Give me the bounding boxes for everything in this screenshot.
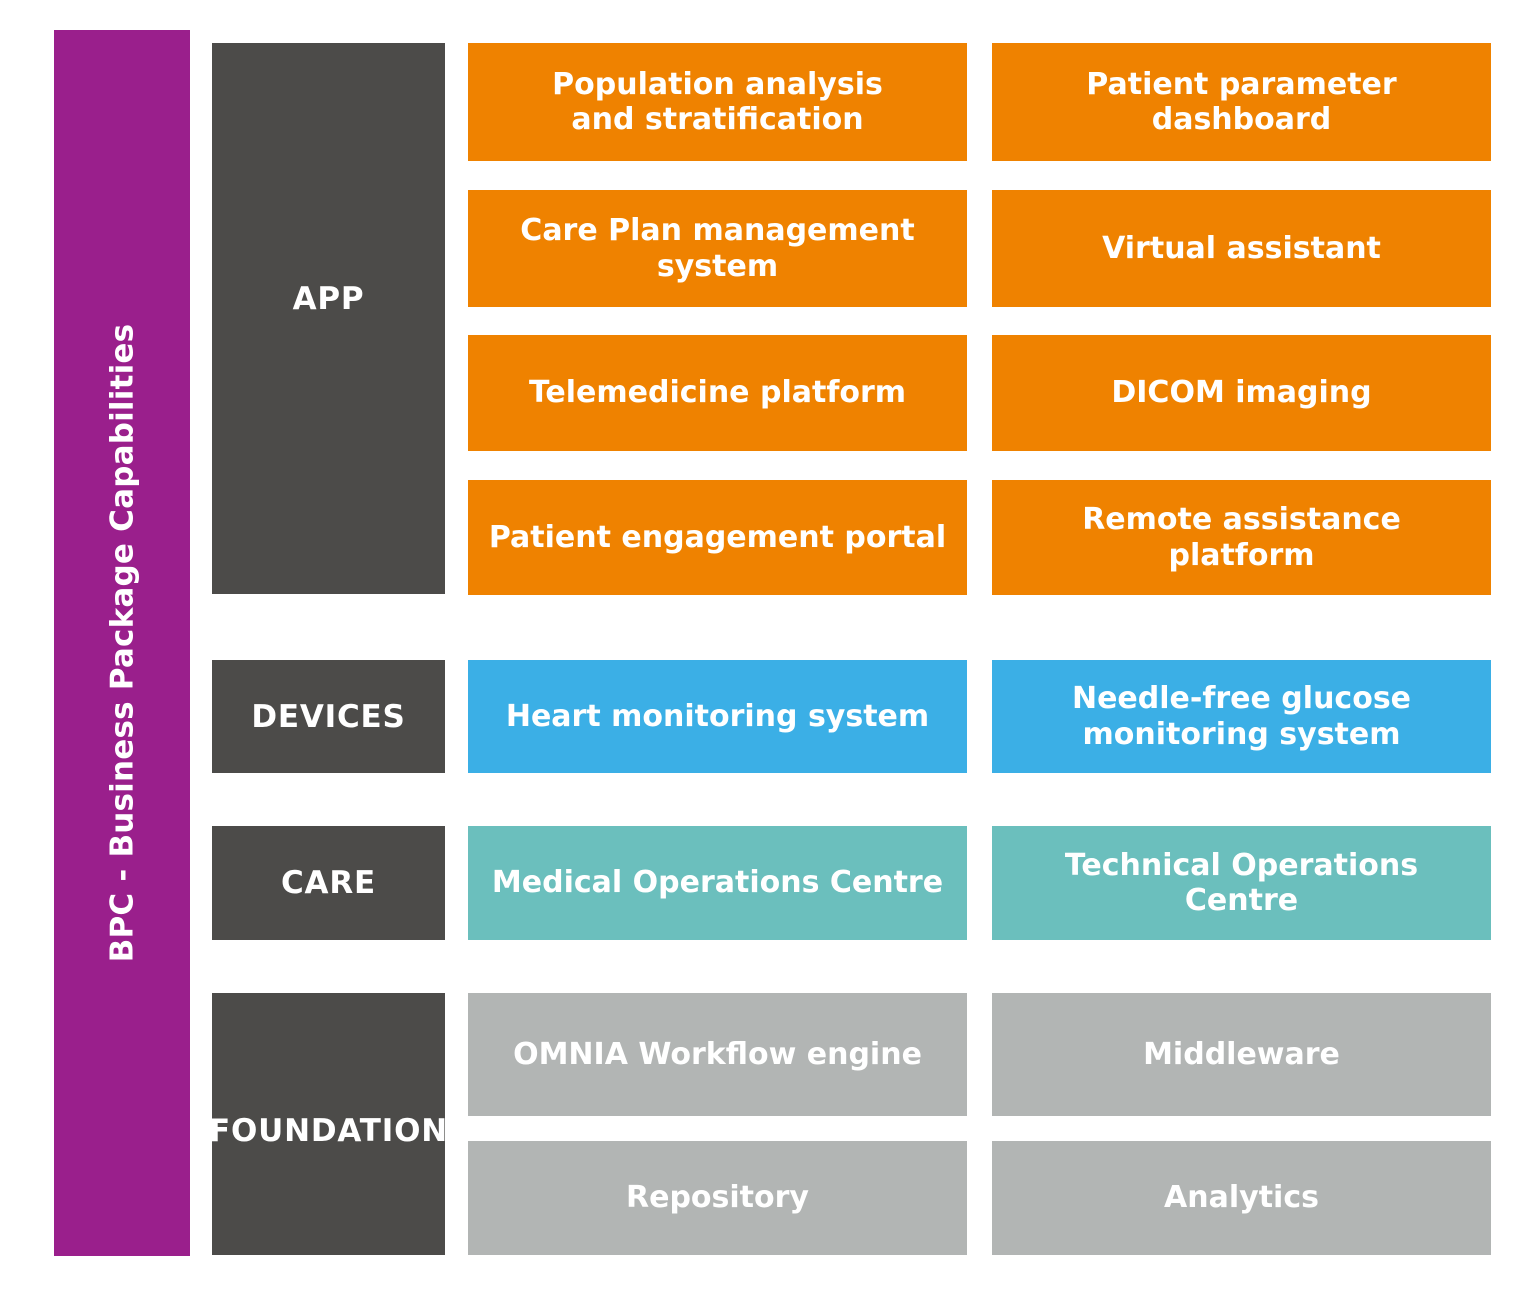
tile-analytics[interactable]: Analytics <box>992 1141 1491 1255</box>
category-block-app: APP <box>212 43 445 594</box>
tile-omnia-workflow-engine[interactable]: OMNIA Workflow engine <box>468 993 967 1116</box>
category-block-foundation: FOUNDATION <box>209 993 448 1255</box>
tile-heart-monitoring-system[interactable]: Heart monitoring system <box>468 660 967 773</box>
bpc-title-bar: BPC - Business Package Capabilities <box>54 30 190 1256</box>
category-label-devices: DEVICES <box>251 698 406 735</box>
tile-virtual-assistant[interactable]: Virtual assistant <box>992 190 1491 307</box>
tile-telemedicine-platform[interactable]: Telemedicine platform <box>468 335 967 451</box>
bpc-title-label: BPC - Business Package Capabilities <box>104 323 140 963</box>
tile-technical-operations-centre[interactable]: Technical Operations Centre <box>992 826 1491 940</box>
category-block-care: CARE <box>212 826 445 940</box>
tile-dicom-imaging[interactable]: DICOM imaging <box>992 335 1491 451</box>
tile-patient-engagement-portal[interactable]: Patient engagement portal <box>468 480 967 595</box>
tile-repository[interactable]: Repository <box>468 1141 967 1255</box>
category-label-care: CARE <box>281 865 376 901</box>
tile-medical-operations-centre[interactable]: Medical Operations Centre <box>468 826 967 940</box>
category-block-devices: DEVICES <box>212 660 445 773</box>
category-label-foundation: FOUNDATION <box>209 1113 448 1149</box>
tile-remote-assistance-platform[interactable]: Remote assistance platform <box>992 480 1491 595</box>
category-label-app: APP <box>292 280 365 317</box>
tile-middleware[interactable]: Middleware <box>992 993 1491 1116</box>
